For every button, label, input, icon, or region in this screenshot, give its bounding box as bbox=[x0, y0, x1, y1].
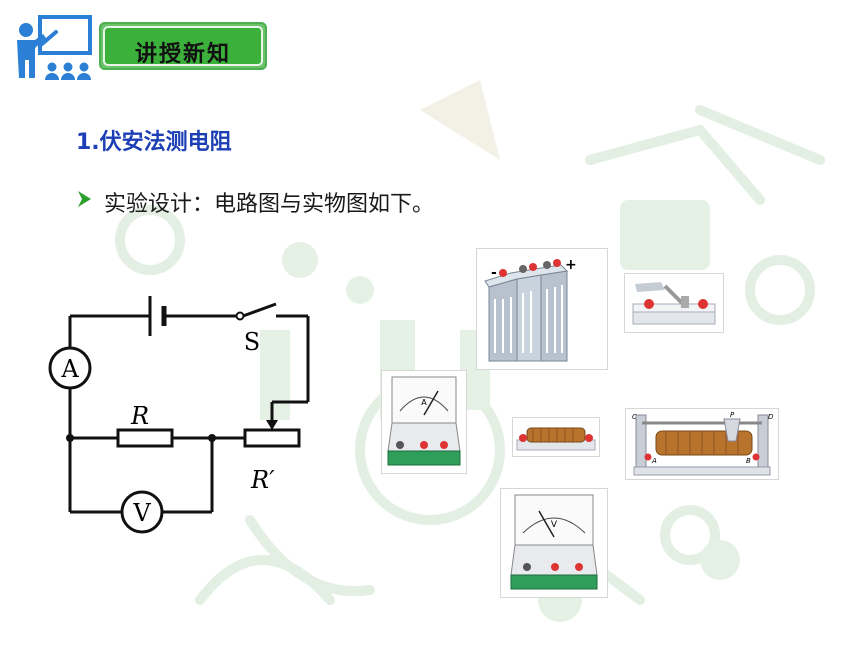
rheostat-c-label: C bbox=[632, 413, 637, 421]
battery-minus-label: - bbox=[491, 265, 497, 281]
voltmeter-face-label: V bbox=[551, 520, 558, 530]
section-badge: 讲授新知 bbox=[99, 22, 267, 70]
bullet-arrow-icon bbox=[78, 191, 91, 207]
rheostat-label: R′ bbox=[250, 466, 275, 494]
ammeter-label: A bbox=[60, 355, 79, 383]
battery-plus-label: + bbox=[565, 257, 577, 273]
resistor-photo bbox=[512, 417, 600, 457]
battery-symbol bbox=[148, 296, 167, 336]
ammeter-photo: A bbox=[381, 370, 467, 474]
junction-right bbox=[208, 434, 216, 442]
teacher-icon bbox=[17, 15, 92, 80]
rheostat-symbol bbox=[243, 428, 301, 448]
resistor-label: R bbox=[130, 402, 149, 430]
knife-switch-photo bbox=[624, 273, 724, 333]
rheostat-b-label: B bbox=[746, 457, 751, 465]
bullet-text: 实验设计：电路图与实物图如下。 bbox=[104, 192, 435, 217]
switch-pivot bbox=[235, 311, 245, 321]
rheostat-a-label: A bbox=[651, 457, 657, 465]
section-title: 1.伏安法测电阻 bbox=[76, 130, 232, 155]
rheostat-d-label: D bbox=[768, 413, 774, 421]
battery-box-photo: - + bbox=[476, 248, 608, 370]
rheostat-p-label: P bbox=[730, 411, 735, 419]
ammeter-symbol bbox=[48, 346, 92, 390]
junction-left bbox=[66, 434, 74, 442]
voltmeter-symbol bbox=[120, 490, 164, 534]
section-badge-label: 讲授新知 bbox=[134, 41, 231, 67]
ammeter-face-label: A bbox=[421, 398, 427, 407]
rheostat-photo: C D P A B bbox=[625, 408, 779, 480]
switch-label: S bbox=[244, 328, 260, 356]
resistor-symbol bbox=[116, 428, 174, 448]
circuit-diagram: A V R R′ S bbox=[48, 296, 310, 534]
section-badge-inner: 讲授新知 bbox=[103, 26, 263, 67]
rheostat-slider-arrow bbox=[266, 420, 278, 430]
voltmeter-photo: V bbox=[500, 488, 608, 598]
voltmeter-label: V bbox=[132, 499, 151, 527]
